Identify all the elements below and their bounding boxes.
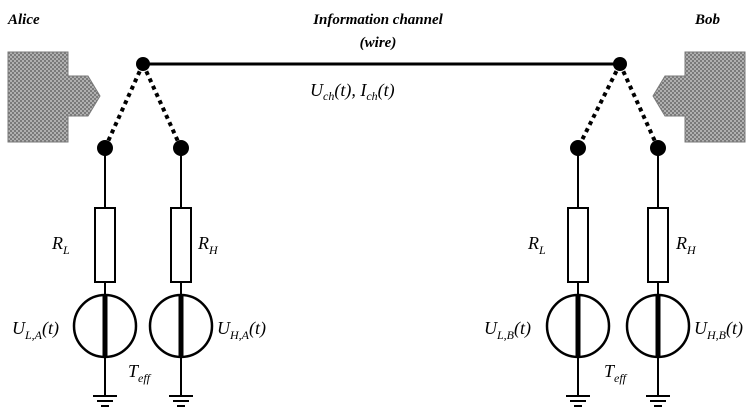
channel-subtitle: (wire) (360, 35, 397, 51)
bob-box-icon (652, 51, 746, 143)
bob-high-branch (625, 140, 691, 407)
alice-label: Alice (7, 12, 40, 28)
alice-low-branch (72, 140, 138, 407)
channel-signals: Uch(t), Ich(t) (310, 80, 395, 103)
bob-source-low-label: UL,B(t) (484, 318, 531, 342)
alice-box-icon (7, 51, 101, 143)
bob-low-branch (545, 140, 611, 407)
alice-source-low-label: UL,A(t) (12, 318, 59, 342)
alice-source-high-label: UH,A(t) (217, 318, 266, 342)
bob-temperature-label: Teff (604, 361, 628, 385)
alice-switch (103, 63, 183, 149)
bob-source-high-label: UH,B(t) (694, 318, 743, 342)
bob-label: Bob (694, 12, 721, 28)
channel-title: Information channel (312, 12, 443, 28)
alice-temperature-label: Teff (128, 361, 152, 385)
alice-resistor-low-label: RL (51, 233, 70, 257)
bob-switch (576, 63, 660, 149)
alice-high-branch (148, 140, 214, 407)
bob-resistor-high-label: RH (675, 233, 697, 257)
alice-resistor-high-label: RH (197, 233, 219, 257)
bob-resistor-low-label: RL (527, 233, 546, 257)
